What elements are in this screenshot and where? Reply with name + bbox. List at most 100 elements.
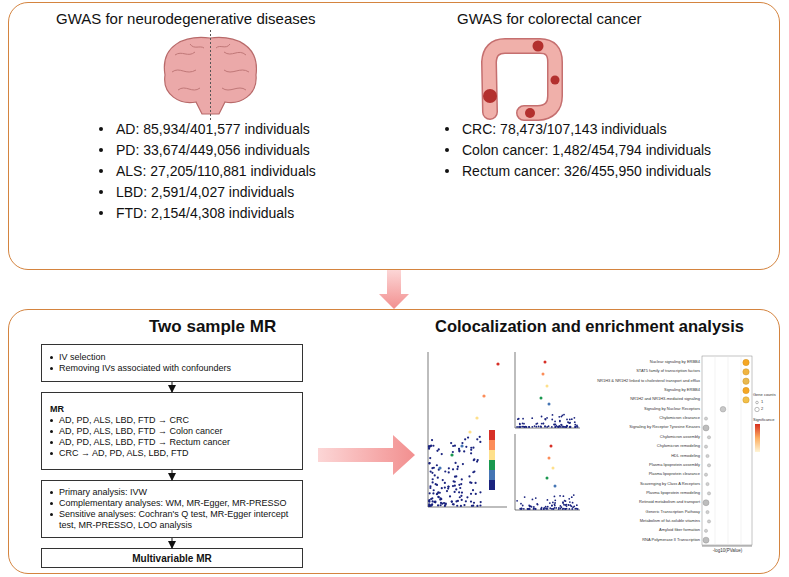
plot-dot [432,481,434,483]
text-row: Sensitive analyses: Cochran's Q test, MR… [50,509,294,531]
plot-dot [542,423,544,425]
text-row: GWAS for neurodegenerative diseases [56,9,316,29]
plot-dot [562,502,564,504]
cohort-item: Rectum cancer: 326/455,950 individuals [462,162,711,180]
plot-dot [430,445,432,447]
plot-dot [573,506,575,508]
plot-dot [528,426,530,428]
cohort-item: AD: 85,934/401,577 individuals [116,120,310,138]
plot-dot [470,452,472,454]
plot-dot [437,496,439,498]
step-item: AD, PD, ALS, LBD, FTD → Rectum cancer [59,437,230,448]
plot-dot [480,501,482,503]
plot-dot [548,457,551,460]
bullet-dot [50,502,53,505]
plot-dot [471,505,473,507]
bullet-dot [50,419,53,422]
plot-dot [476,438,478,440]
pathway-term: STAT5 family of transcription factors [588,369,700,373]
plot-dot [454,491,456,493]
plot-dot [496,362,499,365]
plot-dot [546,385,549,388]
plot-dot [540,426,542,428]
plot-dot [447,486,449,488]
plot-dot [523,423,525,425]
plot-dot [473,502,475,504]
text-row: FTD: 2,154/4,308 individuals [99,204,294,222]
plot-dot [520,503,522,505]
plot-dot [569,426,571,428]
text-row: Multivariable MR [50,552,294,565]
plot-dot [439,504,441,506]
pathway-term: Metabolism of fat-soluble vitamins [588,519,700,523]
plot-dot [554,426,556,428]
plot-dot [566,504,568,506]
plot-dot [451,500,453,502]
plot-dot [434,501,436,503]
plot-dot [456,468,458,470]
plot-dot [559,420,561,422]
plot-dot [467,436,469,438]
plot-dot [465,500,467,502]
text-row: LBD: 2,591/4,027 individuals [99,183,294,201]
pathway-term: Plasma lipoprotein assembly [588,463,700,467]
plot-dot [431,497,433,499]
plot-dot [569,422,571,424]
plot-dot [468,430,471,433]
plot-dot [429,457,431,459]
step-item: Primary analysis: IVW [59,487,147,498]
plot-dot [458,450,460,452]
plot-dot [454,462,456,464]
tumor [525,108,535,118]
plot-dot [450,442,452,444]
section-heading: GWAS for neurodegenerative diseases [56,9,316,29]
plot-dot [435,483,437,485]
bullet-dot [50,367,53,370]
legend-value: 1 [761,400,769,404]
plot-dot [429,487,431,489]
plot-dot [706,510,709,513]
cohort-item: CRC: 78,473/107,143 individuals [462,120,667,138]
text-row: CRC → AD, PD, ALS, LBD, FTD [50,448,294,459]
text-row: AD: 85,934/401,577 individuals [99,120,310,138]
plot-dot [551,419,553,421]
step-item: AD, PD, ALS, LBD, FTD → CRC [59,415,189,426]
plot-dot [475,493,477,495]
plot-dot [521,426,523,428]
text-row: ALS: 27,205/110,881 individuals [99,162,316,180]
plot-dot [552,502,554,504]
text-row: AD, PD, ALS, LBD, FTD → CRC [50,415,294,426]
text-row: AD, PD, ALS, LBD, FTD → Rectum cancer [50,437,294,448]
plot-dot [563,504,565,506]
group-box: Two sample MRColocalization and enrichme… [8,309,780,574]
plot-dot [707,464,710,467]
plot-dot [569,426,571,428]
plot-dot [537,504,539,506]
plot-dot [455,488,457,490]
plot-dot [428,500,430,502]
plot-dot [472,471,474,473]
plot-dot [441,487,443,489]
text-row: Colocalization and enrichment analysis [435,316,744,337]
plot-dot [549,502,551,504]
plot-dot [527,508,529,510]
plot-dot [452,503,454,505]
plot-dot [559,421,561,423]
plot-dot [463,504,465,506]
plot-dot [436,464,438,466]
brain-midline [210,30,211,120]
plot-dot [554,485,557,488]
cohort-item: FTD: 2,154/4,308 individuals [116,204,294,222]
plot-dot [462,463,464,465]
colorbar [489,460,495,470]
plot-dot [743,397,749,403]
plot-dot [564,500,566,502]
text-row: Removing IVs associated with confounders [50,363,294,374]
plot-dot [704,473,707,476]
plot-dot [438,496,440,498]
plot-dot [519,426,521,428]
step-item: AD, PD, ALS, LBD, FTD → Colon cancer [59,426,223,437]
plot-dot [533,508,535,510]
tumor [533,41,544,52]
bullet-dot [99,211,103,215]
